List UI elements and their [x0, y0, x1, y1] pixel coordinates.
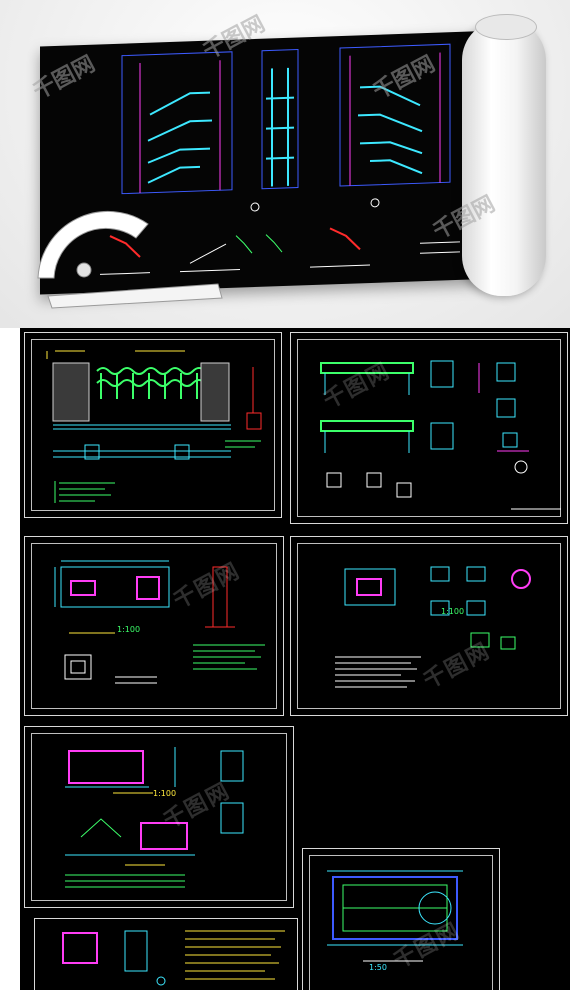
column-structure-drawing: [335, 566, 531, 688]
panel-column-structure: 1:100: [290, 536, 568, 716]
roof-plan-drawing: [327, 870, 463, 962]
panel-fence-elevation: [24, 332, 282, 518]
beam-details-drawing: [320, 360, 561, 510]
column-scale-label: 1:100: [441, 607, 465, 616]
foundation-plan-drawing: [54, 560, 265, 684]
paper-roll-end: [475, 14, 537, 40]
building-elevations-drawing: [65, 747, 244, 888]
panel-foundation-plan: 1:100: [24, 536, 284, 716]
cad-sheet-collage: 1:100: [20, 328, 570, 990]
panel-beam-details: [290, 332, 568, 524]
blueprint-paper: [40, 29, 528, 295]
hero-mockup: 千图网 千图网 千图网 千图网: [0, 0, 570, 328]
foundation-scale-label: 1:100: [117, 625, 141, 634]
roof-scale-label: 1:50: [369, 963, 387, 972]
elevation-scale-label: 1:100: [153, 789, 177, 798]
protractor-icon: [37, 210, 223, 309]
panel-roof-plan: 1:50: [302, 848, 500, 990]
panel-notes: [34, 918, 298, 990]
paper-roll: [462, 20, 546, 296]
fence-elevation-drawing: [46, 350, 262, 503]
blueprint-drawing: [100, 43, 460, 275]
notes-drawing: [62, 930, 285, 986]
panel-building-elevations: 1:100: [24, 726, 294, 908]
